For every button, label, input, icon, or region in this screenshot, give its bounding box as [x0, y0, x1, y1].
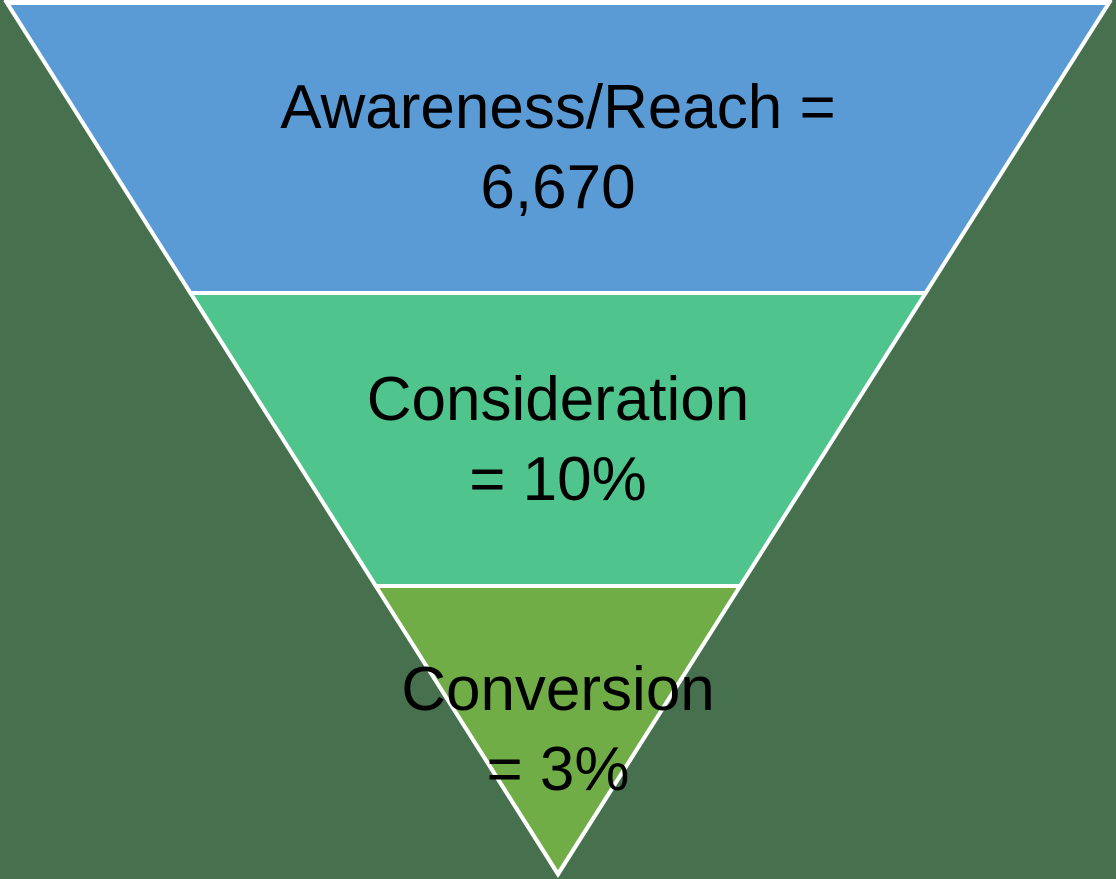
funnel-segment-awareness	[3, 0, 1113, 295]
funnel-segment-conversion	[372, 584, 744, 878]
